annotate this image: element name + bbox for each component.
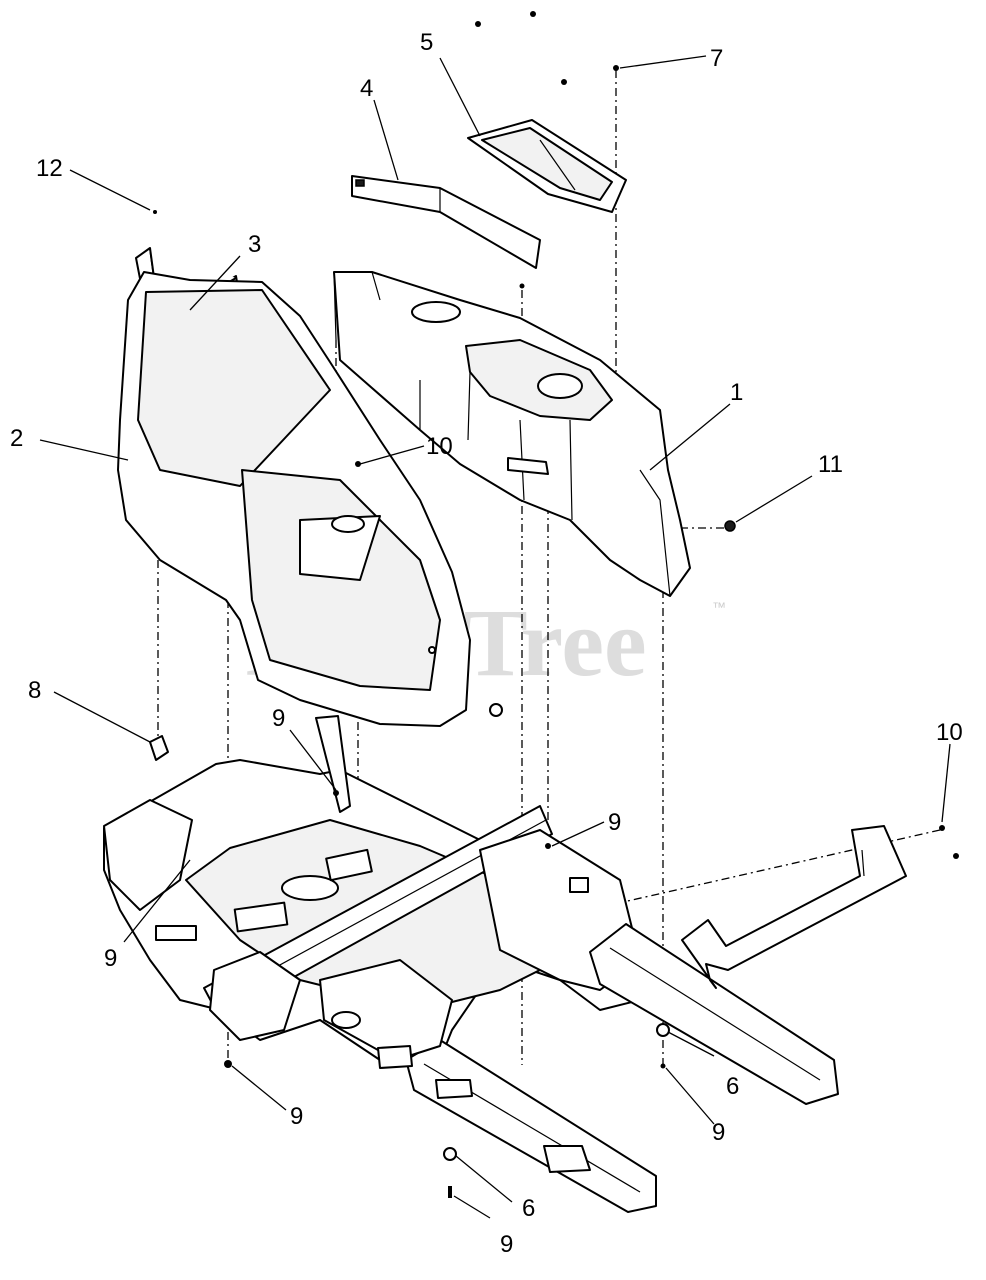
callout-11: 11	[818, 451, 843, 478]
callout-9: 9	[272, 705, 285, 732]
callout-5: 5	[420, 29, 433, 56]
part-8-clip	[149, 735, 169, 761]
part-4-panel	[351, 175, 541, 269]
callout-10: 10	[426, 433, 453, 460]
leader-lines	[39, 55, 951, 1219]
callout-4: 4	[360, 75, 373, 102]
callout-10: 10	[936, 719, 963, 746]
hardware	[153, 11, 959, 1198]
part-1-console	[333, 271, 691, 597]
part-2-dash	[117, 271, 503, 727]
callout-1: 1	[730, 379, 743, 406]
callout-9: 9	[290, 1103, 303, 1130]
callout-9: 9	[500, 1231, 513, 1258]
callout-9: 9	[608, 809, 621, 836]
side-bracket	[681, 825, 907, 989]
main-frame	[103, 715, 839, 1213]
callout-12: 12	[36, 155, 63, 182]
callout-7: 7	[710, 45, 723, 72]
callout-2: 2	[10, 425, 23, 452]
callouts: 12 3 4 5 7 1 11 2 10 8 9 10 9 9 9 6 9 6 …	[10, 29, 963, 1258]
watermark-trademark: ™	[712, 599, 726, 615]
callout-3: 3	[248, 231, 261, 258]
callout-9: 9	[104, 945, 117, 972]
callout-6: 6	[726, 1073, 739, 1100]
callout-6: 6	[522, 1195, 535, 1222]
part-5-tray	[467, 119, 627, 213]
callout-9: 9	[712, 1119, 725, 1146]
callout-8: 8	[28, 677, 41, 704]
part-11-bolt	[724, 520, 736, 532]
